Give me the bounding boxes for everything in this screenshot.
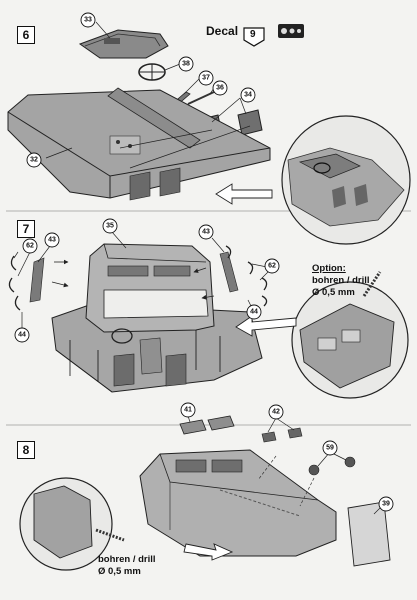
part-33-dashboard	[78, 29, 169, 59]
callout-43-left: 43	[48, 237, 56, 244]
drill-text-step7: bohren / drill	[312, 275, 370, 286]
step-number-7: 7	[17, 220, 35, 238]
callout-44-right: 44	[250, 309, 258, 316]
option-label: Option:	[312, 263, 346, 274]
callout-35: 35	[106, 223, 114, 230]
direction-arrow-step8	[183, 543, 234, 561]
option-detail-circle	[291, 271, 409, 399]
callout-62-left: 62	[26, 243, 34, 250]
decal-number-badge	[243, 27, 265, 47]
detail-circle-step8	[19, 477, 125, 571]
callout-43-right: 43	[202, 229, 210, 236]
drill-size-step7: Ø 0,5 mm	[312, 287, 355, 298]
step-number-8: 8	[17, 441, 35, 459]
callout-39: 39	[382, 501, 390, 508]
callout-44-left: 44	[18, 332, 26, 339]
drill-size-step8: Ø 0,5 mm	[98, 566, 141, 577]
callout-38: 38	[182, 61, 190, 68]
callout-62-right: 62	[268, 263, 276, 270]
step8-assembly	[139, 415, 391, 567]
decal-label: Decal	[206, 24, 239, 38]
decal-number: 9	[250, 29, 256, 40]
step7-assembly	[8, 243, 268, 393]
callout-42: 42	[272, 409, 280, 416]
direction-arrow	[215, 183, 273, 205]
direction-arrow-step7	[235, 315, 297, 337]
detail-circle-step6	[281, 115, 411, 245]
decal-sheet-icon	[278, 24, 304, 38]
callout-41: 41	[184, 407, 192, 414]
callout-32: 32	[30, 157, 38, 164]
callout-37: 37	[202, 75, 210, 82]
callout-33: 33	[84, 17, 92, 24]
part-36-rod	[187, 91, 215, 105]
callout-36: 36	[216, 85, 224, 92]
drill-text-step8: bohren / drill	[98, 554, 156, 565]
step-number-6: 6	[17, 26, 35, 44]
callout-34: 34	[244, 92, 252, 99]
callout-59: 59	[326, 445, 334, 452]
callouts-step6	[26, 12, 256, 168]
part-38-steering-wheel	[138, 63, 166, 81]
